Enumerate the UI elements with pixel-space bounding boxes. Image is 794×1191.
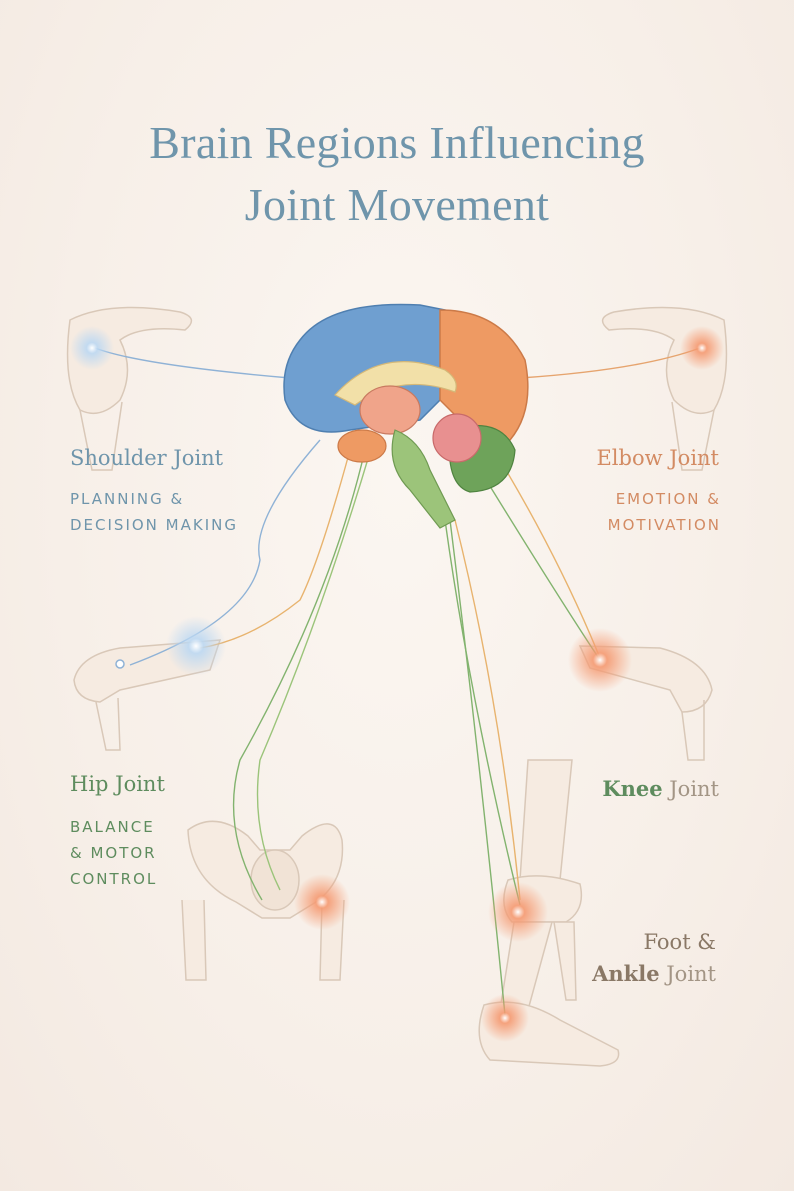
amygdala (432, 413, 482, 463)
shoulder-function-line-2: DECISION MAKING (70, 516, 238, 534)
parietal-lobe (439, 309, 529, 441)
hip-function: BALANCE & MOTOR CONTROL (70, 814, 157, 892)
elbow-left-marker (115, 659, 125, 669)
title-line-1: Brain Regions Influencing (149, 117, 645, 168)
elbow-function-line-1: EMOTION & (615, 490, 721, 508)
knee-label-bold: Knee (602, 776, 663, 801)
ankle-label-bold: Ankle (592, 961, 660, 986)
title-line-2: Joint Movement (244, 179, 550, 230)
knee-label-rest: Joint (662, 777, 719, 801)
shoulder-function: PLANNING & DECISION MAKING (70, 486, 238, 538)
brain-illustration (283, 303, 529, 529)
hip-function-line-1: BALANCE (70, 818, 155, 836)
nerve-pathways (94, 347, 701, 1016)
shoulder-left-glow (70, 326, 114, 370)
page-title: Brain Regions Influencing Joint Movement (0, 112, 794, 236)
shoulder-function-line-1: PLANNING & (70, 490, 185, 508)
joint-glows (70, 326, 724, 1042)
thalamus (359, 385, 421, 435)
ankle-glow (481, 994, 529, 1042)
hip-function-line-2: & MOTOR (70, 844, 157, 862)
hip-joint-label: Hip Joint (70, 772, 165, 796)
elbow-function-line-2: MOTIVATION (607, 516, 721, 534)
brainstem (391, 429, 456, 529)
foot-label-line-1: Foot & (643, 930, 716, 954)
elbow-joint-label: Elbow Joint (596, 446, 719, 470)
elbow-left-glow (166, 616, 226, 676)
hip-function-line-3: CONTROL (70, 870, 158, 888)
foot-label-line-2: Ankle Joint (592, 958, 716, 990)
foot-ankle-joint-label: Foot & Ankle Joint (592, 926, 716, 990)
knee-joint-label: Knee Joint (602, 776, 719, 801)
shoulder-right-glow (680, 326, 724, 370)
ankle-label-rest: Joint (659, 962, 716, 986)
temporal-lobe (337, 429, 387, 463)
shoulder-joint-label: Shoulder Joint (70, 446, 224, 470)
hip-right-glow (294, 874, 350, 930)
elbow-right-glow (568, 628, 632, 692)
elbow-function: EMOTION & MOTIVATION (608, 486, 721, 538)
knee-glow (488, 882, 548, 942)
